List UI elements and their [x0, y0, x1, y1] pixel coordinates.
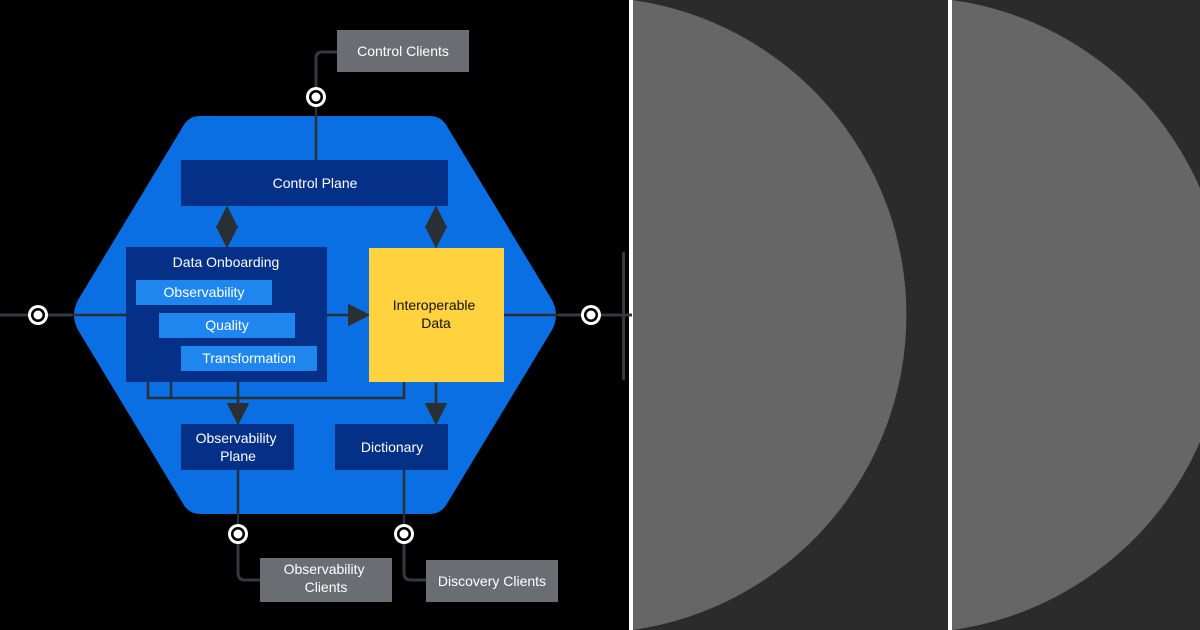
connector-top-icon — [306, 87, 326, 107]
connector-right-icon — [581, 305, 601, 325]
interoperable-data-label: Interoperable Data — [393, 297, 479, 331]
connector-sockets — [28, 87, 601, 544]
observability-clients-label: Observability Clients — [284, 561, 369, 595]
observability-clients-box: Observability Clients — [260, 558, 392, 602]
panel-arc-left — [632, 0, 907, 630]
observability-plane-label: Observability Plane — [196, 430, 281, 464]
control-clients-box: Control Clients — [337, 30, 469, 72]
connector-bottom-left-icon — [228, 524, 248, 544]
transformation-label: Transformation — [202, 350, 296, 366]
control-clients-label: Control Clients — [357, 43, 449, 59]
observability-plane-box: Observability Plane — [181, 424, 294, 470]
observability-plane-line-1: Observability — [196, 430, 277, 446]
discovery-clients-box: Discovery Clients — [426, 560, 558, 602]
interoperable-data-box: Interoperable Data — [369, 248, 504, 382]
observability-plane-line-2: Plane — [220, 448, 256, 464]
connector-left-icon — [28, 305, 48, 325]
connector-bottom-right-icon — [394, 524, 414, 544]
observability-clients-line-1: Observability — [284, 561, 365, 577]
data-onboarding-label: Data Onboarding — [173, 254, 280, 270]
observability-clients-line-2: Clients — [305, 579, 348, 595]
control-plane-box: Control Plane — [181, 160, 448, 206]
control-plane-label: Control Plane — [273, 175, 358, 191]
dictionary-label: Dictionary — [361, 439, 423, 455]
interoperable-data-line-2: Data — [421, 315, 451, 331]
observability-box: Observability — [136, 280, 272, 305]
transformation-box: Transformation — [181, 346, 317, 371]
discovery-clients-label: Discovery Clients — [438, 573, 546, 589]
panel-divider-right — [948, 0, 952, 630]
panel-arc-right — [952, 0, 1200, 630]
dictionary-box: Dictionary — [335, 424, 448, 470]
quality-label: Quality — [205, 317, 249, 333]
quality-box: Quality — [159, 313, 295, 338]
interoperable-data-line-1: Interoperable — [393, 297, 476, 313]
observability-label: Observability — [164, 284, 245, 300]
